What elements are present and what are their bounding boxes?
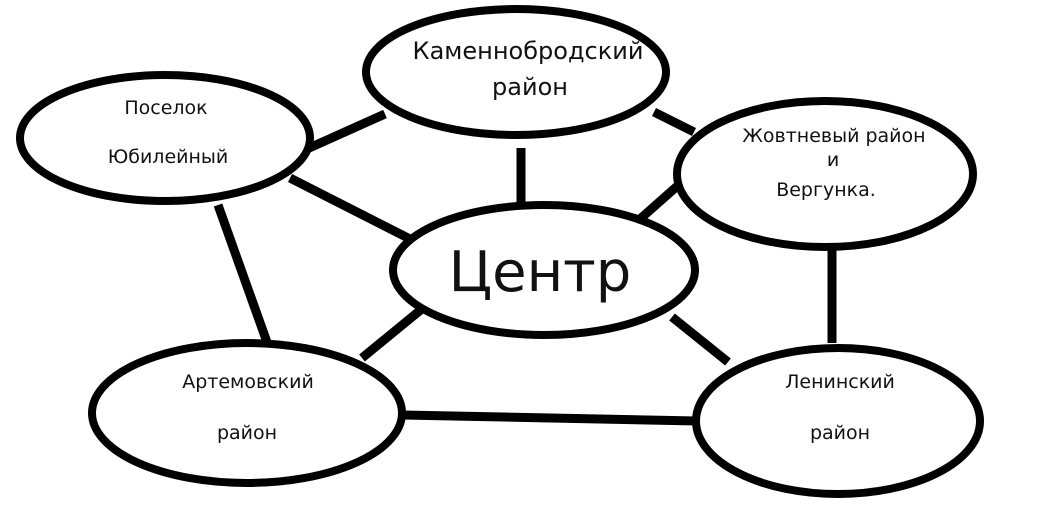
node-kamennobrodsky-label-line1: Каменнобродский bbox=[413, 37, 644, 65]
node-zhovtnevy-label-line3: Вергунка. bbox=[776, 179, 876, 201]
node-kamennobrodsky-ellipse bbox=[362, 5, 670, 139]
node-artemovsky-label-line2: район bbox=[217, 422, 277, 444]
edge-yubileyny-center bbox=[287, 173, 415, 245]
node-leninsky-label-line1: Ленинский bbox=[785, 371, 895, 393]
node-zhovtnevy-label-line2: и bbox=[827, 149, 839, 171]
node-yubileyny-label-line2: Юбилейный bbox=[108, 146, 229, 168]
edge-artemovsky-center bbox=[359, 304, 426, 362]
node-artemovsky-ellipse bbox=[88, 339, 406, 487]
node-yubileyny-label-line1: Поселок bbox=[124, 97, 207, 119]
node-zhovtnevy-label-line1: Жовтневый район bbox=[742, 125, 925, 147]
node-leninsky: Ленинский район bbox=[692, 344, 984, 498]
node-kamennobrodsky: Каменнобродский район bbox=[362, 5, 670, 139]
edge-yubileyny-artemovsky bbox=[213, 203, 273, 347]
node-center-label: Центр bbox=[449, 240, 632, 305]
edge-leninsky-center bbox=[669, 313, 731, 366]
node-zhovtnevy: Жовтневый район и Вергунка. bbox=[673, 97, 977, 251]
edge-artemovsky-leninsky bbox=[402, 410, 698, 426]
node-kamennobrodsky-label-line2: район bbox=[492, 73, 568, 101]
node-yubileyny-ellipse bbox=[16, 71, 314, 205]
node-leninsky-label-line2: район bbox=[810, 422, 870, 444]
node-zhovtnevy-ellipse bbox=[673, 97, 977, 251]
node-center: Центр bbox=[389, 201, 699, 339]
node-yubileyny: Поселок Юбилейный bbox=[16, 71, 314, 205]
node-center-ellipse bbox=[389, 201, 699, 339]
edges bbox=[213, 107, 837, 426]
node-artemovsky-label-line1: Артемовский bbox=[182, 371, 314, 393]
node-leninsky-ellipse bbox=[692, 344, 984, 498]
edge-kamennobrodsky-zhovtnevy bbox=[651, 107, 697, 137]
node-artemovsky: Артемовский район bbox=[88, 339, 406, 487]
